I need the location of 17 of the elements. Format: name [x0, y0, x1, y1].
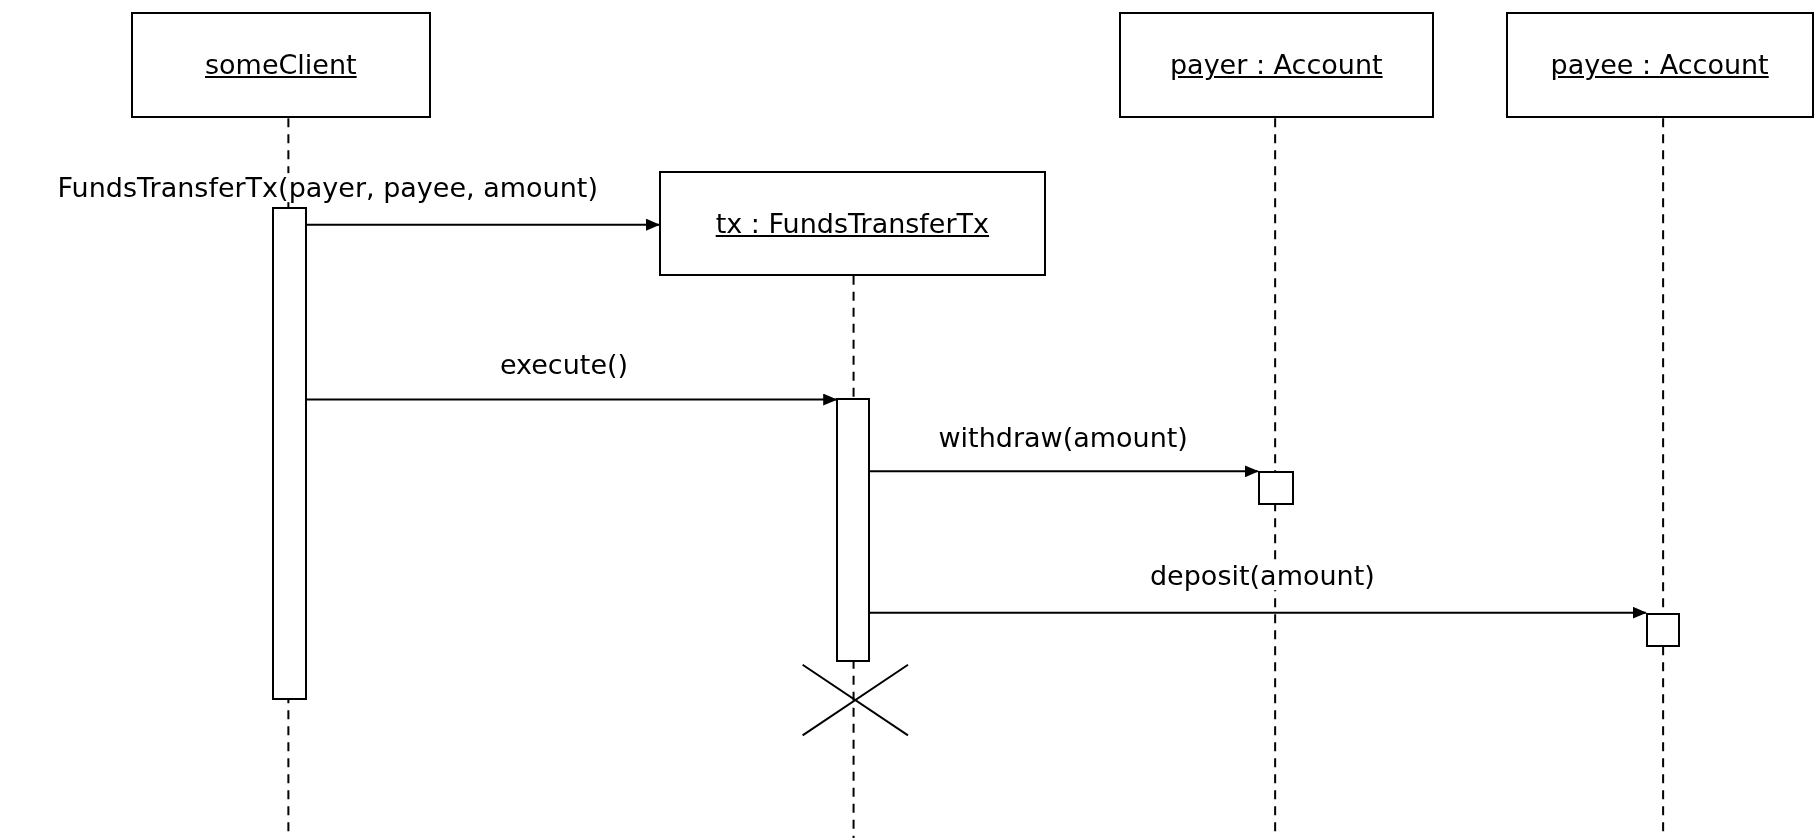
message-arrow: [305, 393, 838, 406]
object-name: someClient: [205, 49, 357, 81]
object-box: [1505, 11, 1814, 119]
message-arrow: [868, 465, 1259, 478]
message-arrow: [305, 218, 660, 231]
activation-bar: [272, 207, 307, 700]
activation-bar: [836, 398, 870, 663]
object-name: payer : Account: [1169, 49, 1383, 81]
object-name: tx : FundsTransferTx: [715, 208, 990, 239]
message-label: FundsTransferTx(payer, payee, amount): [57, 172, 598, 203]
activation-bar: [1645, 612, 1681, 648]
object-box: [130, 11, 431, 119]
object-name: payee : Account: [1550, 49, 1769, 81]
object-box: [1118, 11, 1434, 119]
object-box: [659, 171, 1046, 276]
activation-bar: [1257, 471, 1294, 505]
message-arrow: [868, 606, 1647, 619]
